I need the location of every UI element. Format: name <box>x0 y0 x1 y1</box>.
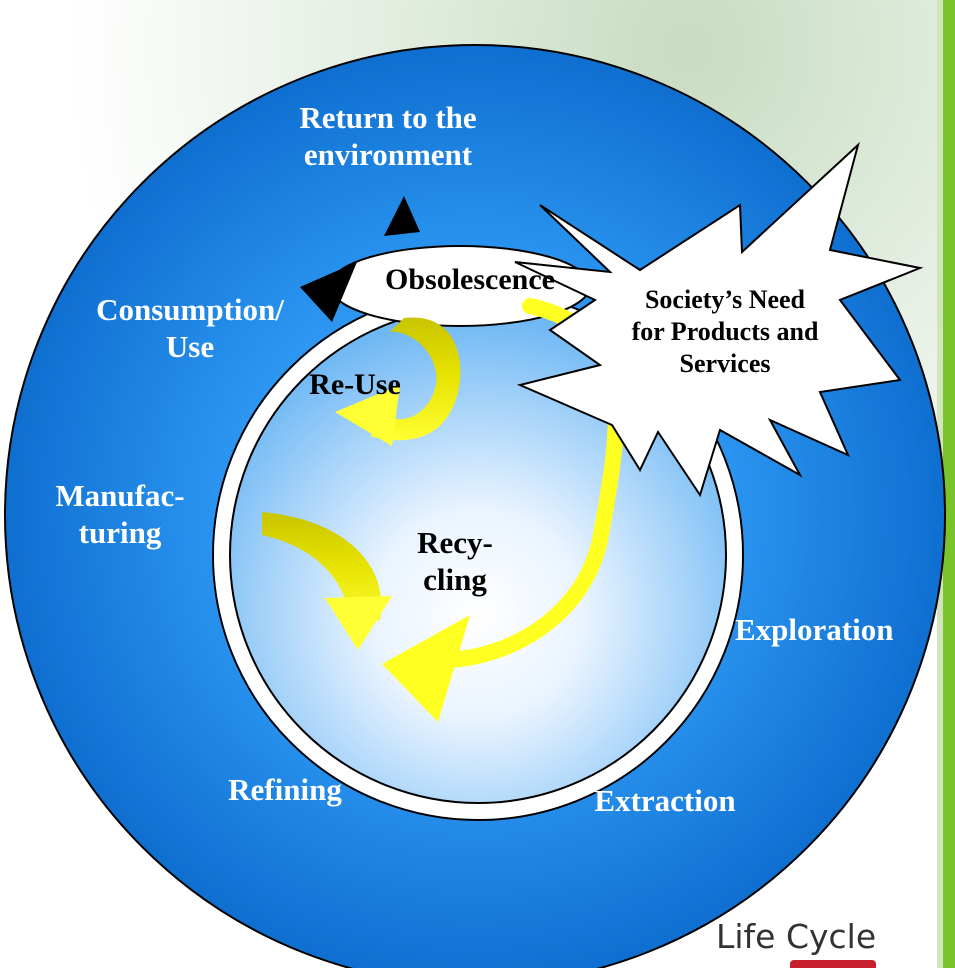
label-consumption-use: Consumption/ Use <box>55 292 325 365</box>
arrowhead-consumption <box>300 262 357 322</box>
reuse-arrow-body <box>370 317 461 441</box>
life-cycle-logo: Life Cycle <box>716 917 877 956</box>
label-society-line3: Services <box>679 349 771 379</box>
label-consumption-line1: Consumption/ <box>96 292 284 327</box>
label-manufacturing-line2: turing <box>78 514 162 550</box>
arrowhead-return <box>384 196 420 236</box>
society-starburst <box>514 141 924 498</box>
logo-accent-bar <box>790 960 876 968</box>
label-refining: Refining <box>228 772 342 807</box>
label-society-line1: Society’s Need <box>644 285 806 314</box>
label-return-line2: environment <box>303 136 473 172</box>
reuse-arrow-head <box>335 385 400 446</box>
label-recycling: Recy- cling <box>385 525 525 598</box>
recycling-arrow-head <box>382 615 470 722</box>
label-extraction: Extraction <box>594 783 736 818</box>
right-accent-stripe <box>943 0 955 968</box>
label-recycling-line2: cling <box>423 561 487 597</box>
label-return-line1: Return to the <box>299 100 477 135</box>
label-return-to-environment: Return to the environment <box>268 100 508 173</box>
label-reuse: Re-Use <box>309 368 401 401</box>
refining-arrow-head <box>325 596 392 650</box>
label-society-need: Society’s Need for Products and Services <box>590 284 860 381</box>
label-exploration: Exploration <box>735 612 894 647</box>
label-recycling-line1: Recy- <box>417 525 493 560</box>
label-consumption-line2: Use <box>165 328 215 364</box>
label-manufacturing: Manufac- turing <box>20 478 220 551</box>
label-society-line2: for Products and <box>631 317 819 347</box>
label-manufacturing-line1: Manufac- <box>55 478 185 513</box>
label-obsolescence: Obsolescence <box>385 263 555 296</box>
